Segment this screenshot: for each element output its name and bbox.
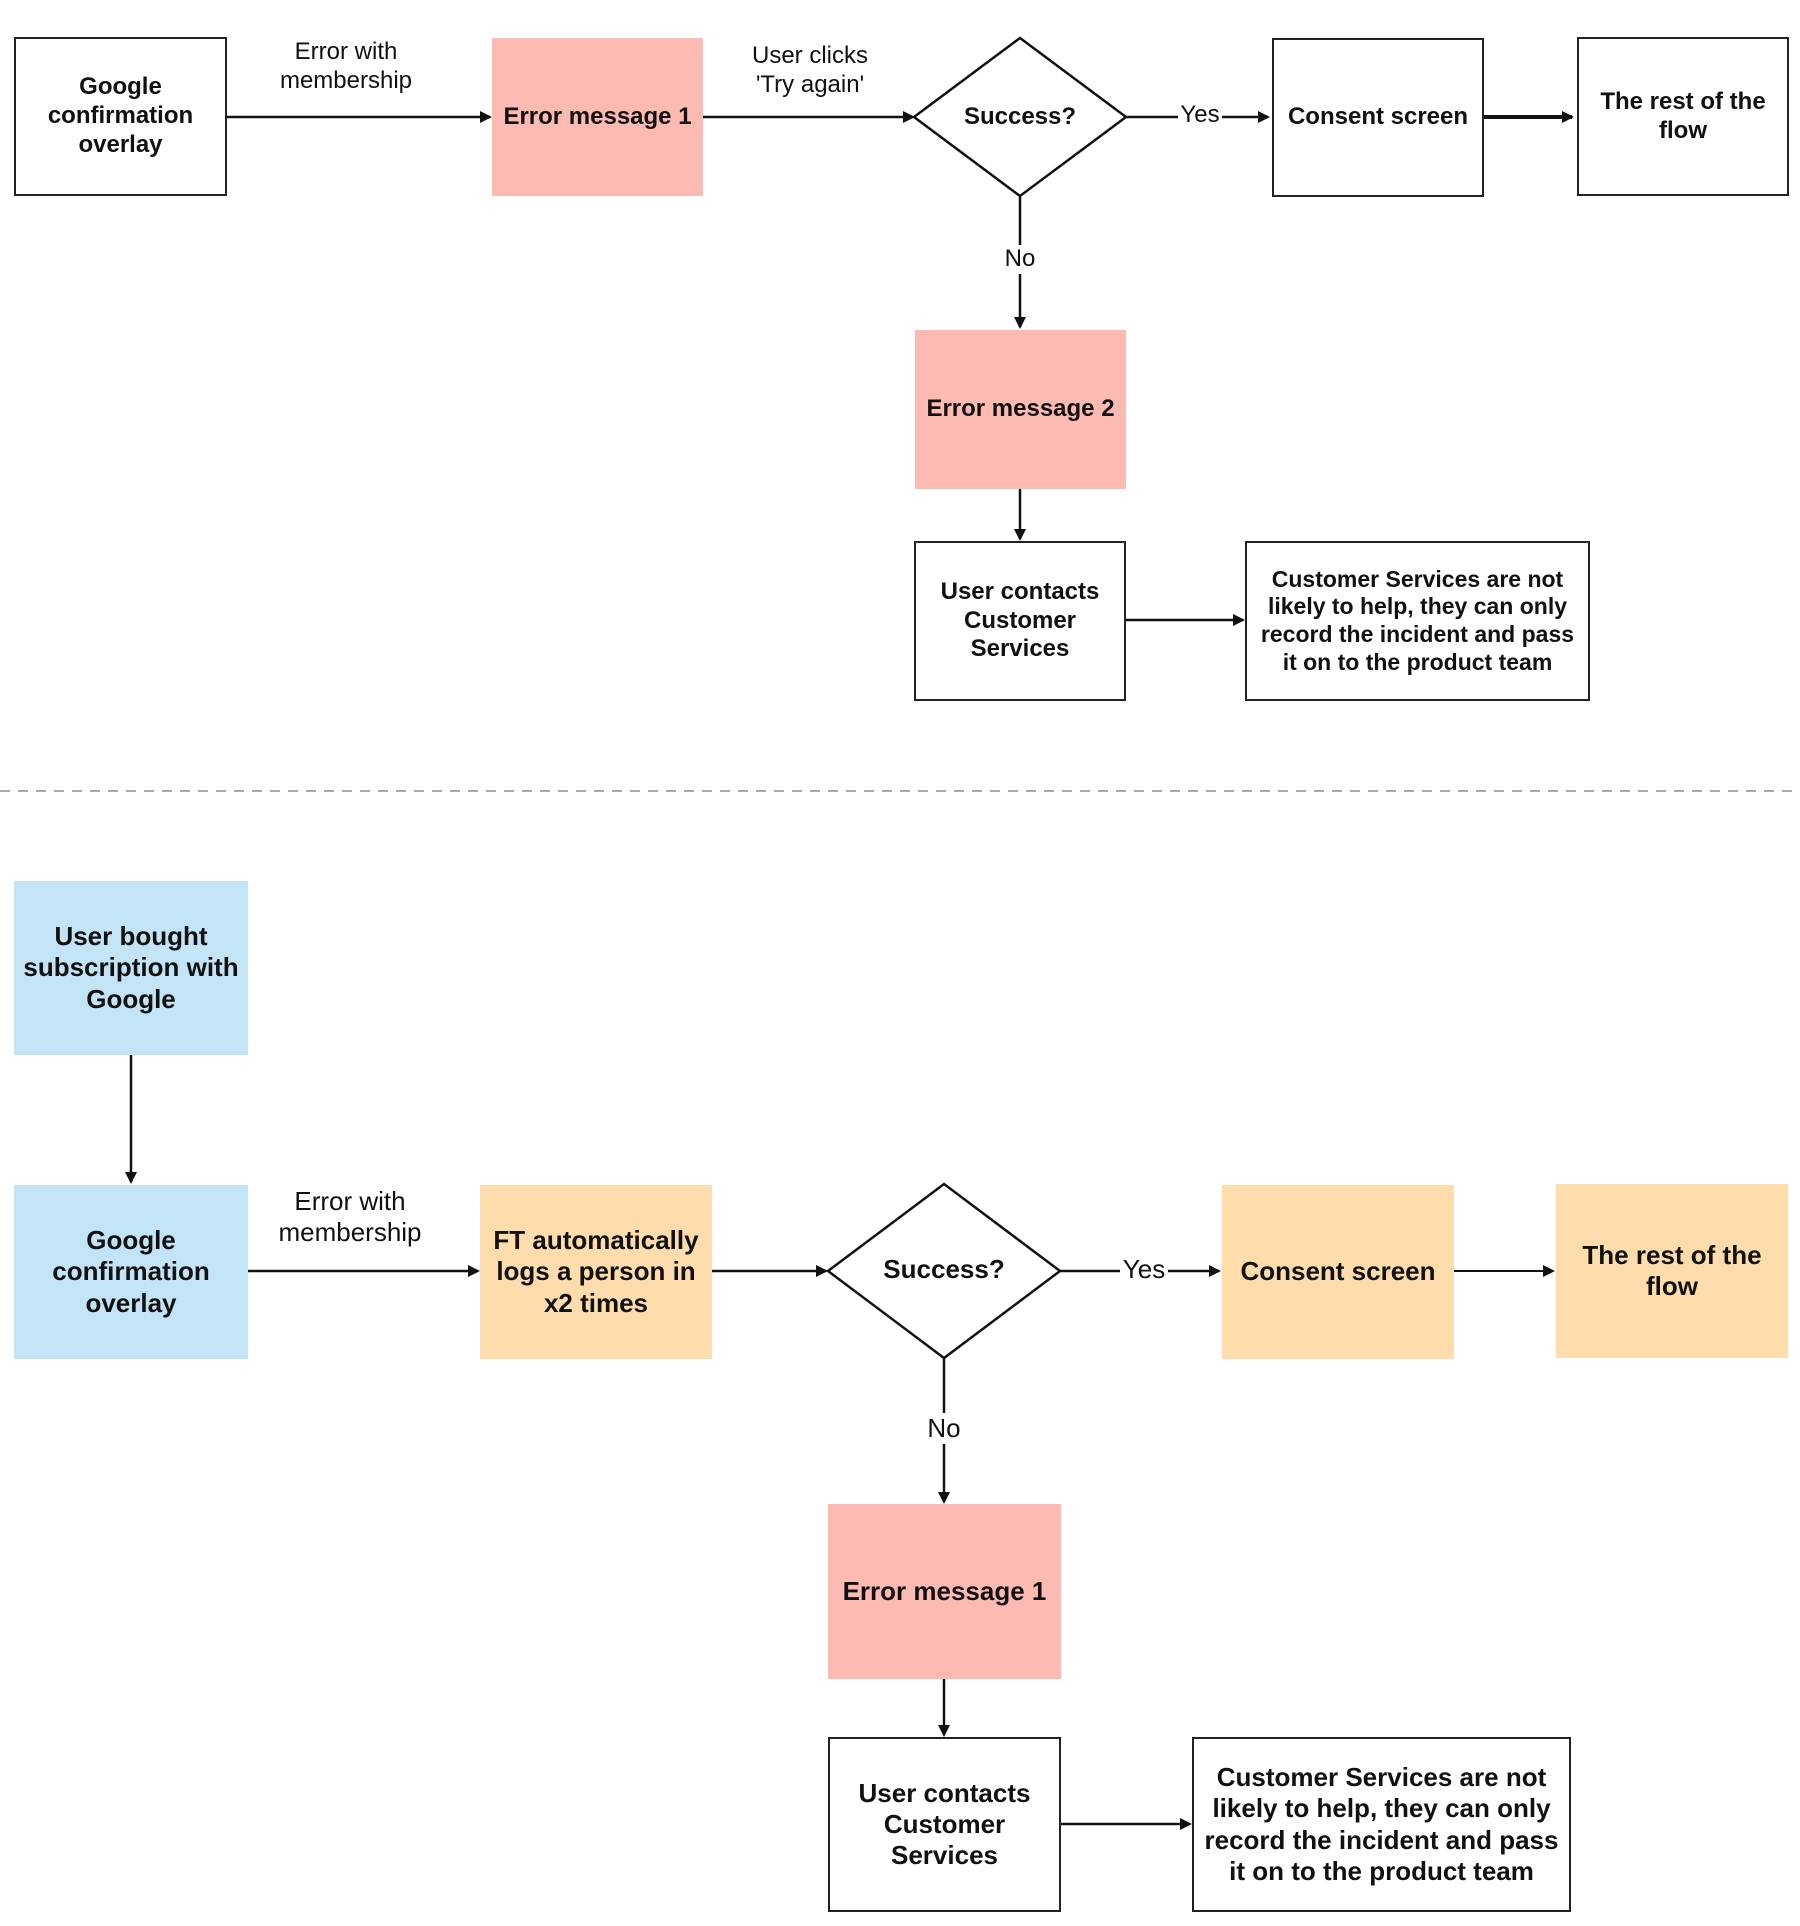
error-message-1-box-top: Error message 1 [492,38,703,196]
error-message-2-box: Error message 2 [915,330,1126,489]
contact-cs-label-bottom: User contacts Customer Services [858,1777,1031,1871]
google-overlay-box-top: Google confirmation overlay [14,37,227,196]
rest-of-flow-box-top: The rest of the flow [1577,37,1789,196]
consent-screen-box-bottom: Consent screen [1222,1185,1454,1359]
error-message-2-label: Error message 2 [926,395,1115,423]
rest-of-flow-label-bottom: The rest of the flow [1582,1239,1762,1301]
google-overlay-label-top: Google confirmation overlay [47,73,194,158]
yes-label-bottom: Yes [1120,1254,1168,1286]
success-label-top: Success? [963,103,1077,130]
contact-cs-box-top: User contacts Customer Services [914,541,1126,701]
cs-note-label-top: Customer Services are not likely to help… [1260,565,1575,675]
google-overlay-box-bottom: Google confirmation overlay [14,1185,248,1359]
error-message-1-box-bottom: Error message 1 [828,1504,1061,1679]
bought-subscription-label: User bought subscription with Google [23,921,239,1014]
ft-auto-login-box: FT automatically logs a person in x2 tim… [480,1185,712,1359]
consent-screen-label-top: Consent screen [1287,103,1469,131]
cs-note-box-top: Customer Services are not likely to help… [1245,541,1590,701]
cs-note-box-bottom: Customer Services are not likely to help… [1192,1737,1571,1912]
no-label-top: No [998,245,1042,274]
rest-of-flow-label-top: The rest of the flow [1600,87,1766,144]
error-message-1-label-top: Error message 1 [503,102,692,130]
cs-note-label-bottom: Customer Services are not likely to help… [1204,1762,1559,1886]
edge-label-error-membership-bottom: Error with membership [270,1186,430,1249]
google-overlay-label-bottom: Google confirmation overlay [52,1225,210,1318]
consent-screen-box-top: Consent screen [1272,38,1484,197]
contact-cs-label-top: User contacts Customer Services [940,577,1100,663]
no-label-bottom: No [920,1413,968,1445]
rest-of-flow-box-bottom: The rest of the flow [1556,1184,1788,1358]
ft-auto-login-label: FT automatically logs a person in x2 tim… [493,1225,699,1318]
bought-subscription-box: User bought subscription with Google [14,881,248,1055]
edge-label-try-again: User clicks 'Try again' [735,42,885,100]
consent-screen-label-bottom: Consent screen [1240,1256,1436,1287]
error-message-1-label-bottom: Error message 1 [842,1575,1047,1606]
yes-label-top: Yes [1178,101,1222,130]
contact-cs-box-bottom: User contacts Customer Services [828,1737,1061,1912]
edge-label-error-membership-top: Error with membership [264,38,428,96]
success-label-bottom: Success? [883,1253,1005,1284]
